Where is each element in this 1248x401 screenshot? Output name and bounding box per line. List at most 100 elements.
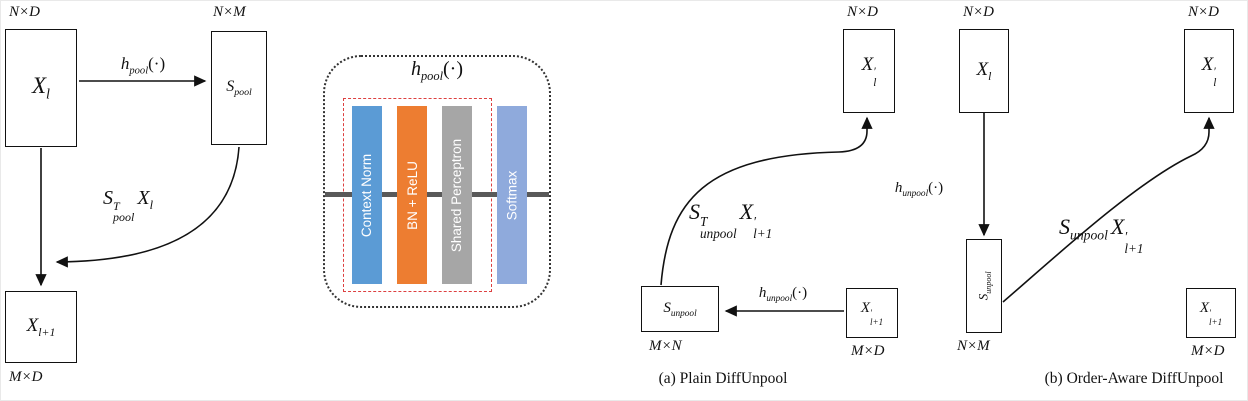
math-sub: pool — [234, 87, 252, 99]
order-sunpool-dim-label: N×M — [957, 338, 990, 354]
layer-label-shared-perceptron: Shared Perceptron — [449, 138, 465, 252]
order-unpool-curve — [1002, 116, 1215, 303]
xl-label: Xl — [32, 73, 50, 104]
plain-xl1p-label: X′l+1 — [861, 300, 883, 326]
order-box-xl1p: X′l+1 — [1186, 288, 1236, 338]
box-xl1: Xl+1 — [5, 291, 77, 363]
pool-multiply-curve — [55, 146, 240, 268]
plain-box-sunpool: Sunpool — [641, 286, 719, 332]
math-base: S — [689, 199, 700, 224]
hpool-detail-title: hpool(·) — [323, 58, 551, 84]
order-xlp-label: X′l — [1202, 54, 1217, 89]
math-base: h — [120, 54, 130, 73]
math-sup: T — [700, 213, 708, 229]
plain-xlp-dim-label: N×D — [847, 4, 878, 20]
spool-label: Spool — [226, 78, 252, 98]
math-base: X — [31, 72, 47, 98]
order-box-sunpool: Sunpool — [966, 239, 1002, 333]
math-base: X — [1201, 53, 1214, 75]
math-base: S — [975, 293, 991, 301]
box-spool: Spool — [211, 31, 267, 145]
math-base: X — [861, 53, 874, 75]
math-sup: ′ — [753, 213, 756, 229]
math-base: X — [137, 187, 150, 209]
plain-sunpool-dim-label: M×N — [649, 338, 682, 354]
math-sub: unpool — [983, 271, 993, 294]
math-sub: l — [988, 69, 992, 83]
plain-unpool-curve — [660, 116, 873, 286]
plain-xlp-label: X′l — [862, 54, 877, 89]
math-sup: ′ — [870, 308, 873, 319]
math-sub: l+1 — [870, 316, 884, 327]
math-base: S — [226, 77, 235, 95]
math-base: S — [663, 299, 671, 316]
order-xlp-dim-label: N×D — [1188, 4, 1219, 20]
layer-bar-shared-perceptron: Shared Perceptron — [442, 106, 472, 284]
layer-label-bn-relu: BN + ReLU — [404, 160, 420, 230]
math-base: X — [860, 299, 871, 316]
math-args: (·) — [928, 180, 944, 196]
math-base: h — [758, 285, 767, 301]
math-sup: ′ — [1124, 228, 1128, 244]
layer-label-softmax: Softmax — [504, 170, 520, 220]
math-sub: l — [46, 86, 51, 103]
xl-dim-label: N×D — [9, 4, 40, 20]
math-sub: l+1 — [38, 325, 56, 339]
layer-bar-context-norm: Context Norm — [352, 106, 382, 284]
math-sub: unpool — [902, 189, 929, 199]
order-box-xlp: X′l — [1184, 29, 1234, 113]
math-sub: l — [1213, 76, 1217, 89]
xl1-label: Xl+1 — [27, 315, 56, 340]
math-base: S — [103, 187, 113, 209]
plain-caption: (a) Plain DiffUnpool — [658, 370, 788, 387]
math-sup: ′ — [1213, 66, 1216, 79]
math-sub: l+1 — [1124, 240, 1144, 256]
math-sub: unpool — [766, 294, 793, 304]
math-sub: unpool — [1070, 227, 1108, 243]
data-flow-line — [325, 192, 549, 197]
math-sub: pool — [420, 69, 444, 83]
order-caption: (b) Order-Aware DiffUnpool — [1044, 370, 1224, 387]
plain-sunpool-label: Sunpool — [663, 300, 696, 319]
plain-xl1p-dim-label: M×D — [851, 343, 885, 359]
xl1-dim-label: M×D — [9, 369, 43, 385]
math-base: X — [1110, 214, 1125, 239]
math-sub: pool — [113, 210, 135, 225]
order-hunpool-label: hunpool(·) — [859, 180, 979, 199]
order-xl1p-label: X′l+1 — [1200, 300, 1222, 326]
plain-hunpool-label: hunpool(·) — [724, 285, 842, 304]
spool-dim-label: N×M — [213, 4, 246, 20]
math-base: h — [894, 180, 903, 196]
plain-box-xlp: X′l — [843, 29, 895, 113]
math-args: (·) — [792, 285, 808, 301]
math-sup: T — [113, 199, 120, 213]
math-base: X — [26, 314, 39, 336]
math-args: (·) — [443, 58, 463, 80]
math-base: X — [739, 199, 754, 224]
math-sup: ′ — [873, 66, 876, 79]
plain-box-xl1p: X′l+1 — [846, 288, 898, 338]
math-base: h — [410, 58, 421, 80]
math-sub: pool — [129, 65, 149, 77]
order-xl1p-dim-label: M×D — [1191, 343, 1225, 359]
box-xl: Xl — [5, 29, 77, 147]
math-base: X — [1199, 299, 1210, 316]
math-sub: l+1 — [753, 225, 773, 241]
math-sup: ′ — [1209, 308, 1212, 319]
math-sub: l — [149, 198, 154, 212]
order-xl-label: Xl — [977, 59, 992, 84]
math-sub: unpool — [670, 308, 697, 319]
hpool-arrow-label: hpool(·) — [93, 54, 193, 76]
math-args: (·) — [148, 54, 166, 73]
math-sub: l — [873, 76, 877, 89]
layer-label-context-norm: Context Norm — [359, 153, 375, 237]
math-base: S — [1059, 214, 1070, 239]
math-sub: l+1 — [1209, 316, 1223, 327]
math-sub: unpool — [700, 225, 737, 241]
order-xl-dim-label: N×D — [963, 4, 994, 20]
